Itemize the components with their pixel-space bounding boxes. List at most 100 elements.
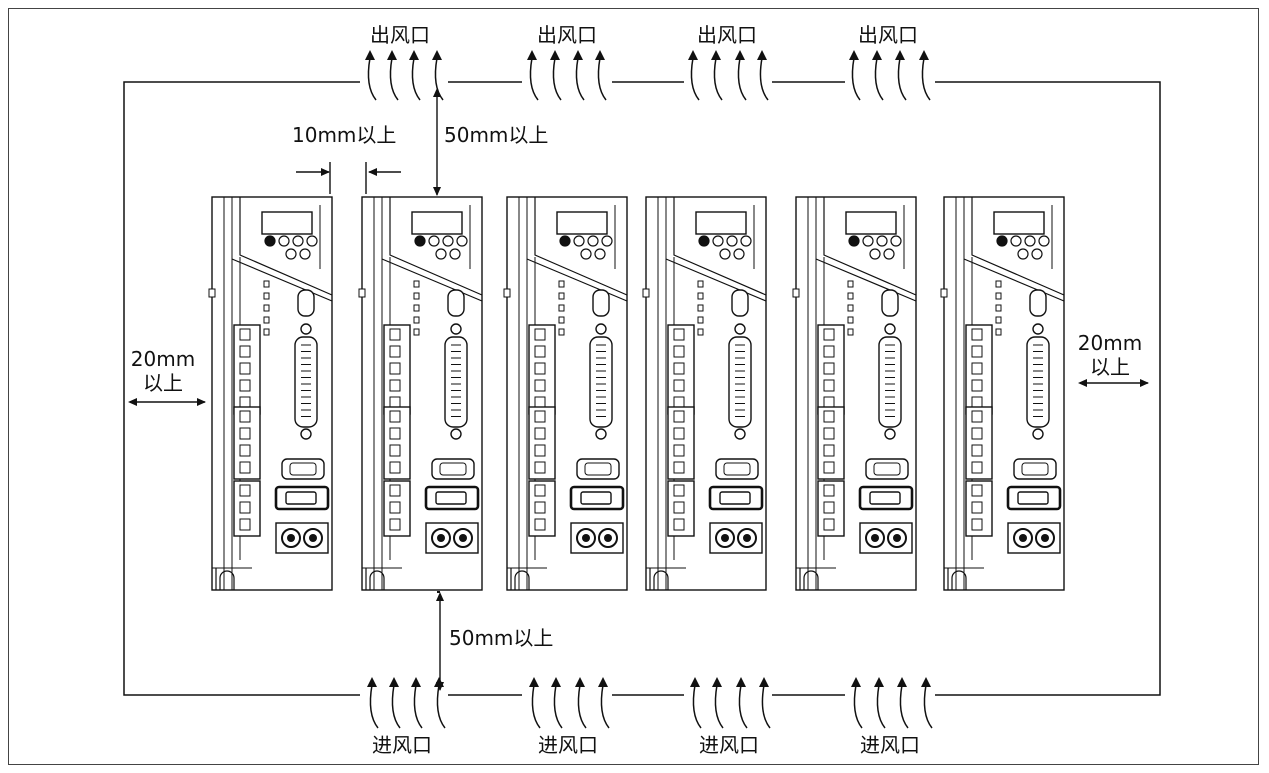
terminal-screw-center	[721, 534, 729, 542]
status-led	[558, 280, 565, 288]
terminal-screw-center	[871, 534, 879, 542]
outlet-airflow-arrow-2-4-stem	[597, 57, 607, 101]
inlet-airflow-arrow-4-1-stem	[853, 684, 863, 729]
front-panel-edge	[823, 197, 917, 296]
usb-port	[447, 289, 465, 317]
front-panel-edge	[381, 258, 483, 302]
status-led	[263, 328, 270, 336]
panel-button	[435, 248, 447, 260]
outlet-airflow-arrow-3-4-head	[757, 50, 767, 60]
panel-button	[306, 235, 318, 247]
db-connector	[878, 336, 902, 428]
panel-button	[996, 235, 1008, 247]
terminal-slot	[389, 328, 401, 341]
ground-mark	[358, 288, 366, 298]
terminal-slot	[823, 461, 835, 474]
front-panel-edge	[239, 197, 333, 296]
inlet-airflow-arrow-4-3-stem	[899, 684, 909, 729]
led-display	[261, 211, 313, 235]
inlet-vent-label-2: 进风口	[538, 733, 598, 757]
outlet-airflow-arrow-3-3-stem	[737, 57, 747, 101]
outlet-airflow-arrow-4-1-stem	[851, 57, 861, 101]
db-screw	[300, 428, 312, 440]
inlet-airflow-arrow-3-2-stem	[714, 684, 724, 729]
db-screw	[884, 323, 896, 335]
terminal-slot	[673, 518, 685, 531]
panel-button	[594, 248, 606, 260]
terminal-slot	[971, 362, 983, 375]
terminal-slot	[389, 461, 401, 474]
terminal-slot	[389, 379, 401, 392]
panel-button	[869, 248, 881, 260]
comm-port-inner	[285, 491, 317, 505]
terminal-screw-center	[743, 534, 751, 542]
front-panel-edge	[526, 258, 628, 302]
outlet-airflow-arrow-2-2-head	[550, 50, 560, 60]
panel-button	[740, 235, 752, 247]
terminal-screw-center	[437, 534, 445, 542]
terminal-slot	[389, 362, 401, 375]
panel-button	[428, 235, 440, 247]
terminal-slot	[673, 410, 685, 423]
outlet-airflow-arrow-1-3-head	[409, 50, 419, 60]
comm-port-inner	[719, 491, 751, 505]
terminal-slot	[534, 427, 546, 440]
status-led	[263, 316, 270, 324]
terminal-slot	[823, 501, 835, 514]
terminal-screw-center	[309, 534, 317, 542]
panel-button	[876, 235, 888, 247]
status-led	[995, 328, 1002, 336]
outlet-airflow-arrow-2-1-head	[527, 50, 537, 60]
outlet-airflow-arrow-1-4-head	[432, 50, 442, 60]
terminal-slot	[823, 328, 835, 341]
panel-button	[442, 235, 454, 247]
panel-button	[712, 235, 724, 247]
terminal-slot	[239, 501, 251, 514]
terminal-slot	[239, 484, 251, 497]
outlet-airflow-arrow-2-3-stem	[575, 57, 585, 101]
outlet-airflow-arrow-4-4-stem	[921, 57, 931, 101]
inlet-airflow-arrow-1-2-stem	[391, 684, 401, 729]
side-gap-label: 10mm以上	[292, 123, 397, 147]
mount-slot	[510, 568, 530, 590]
status-led	[847, 328, 854, 336]
terminal-slot	[534, 410, 546, 423]
terminal-slot	[239, 379, 251, 392]
mount-slot	[215, 568, 235, 590]
left-clearance-label-line1: 20mm	[130, 347, 196, 371]
front-panel-edge	[815, 258, 917, 302]
status-led	[413, 304, 420, 312]
status-led	[413, 280, 420, 288]
status-led	[558, 316, 565, 324]
db-connector	[589, 336, 613, 428]
panel-button	[883, 248, 895, 260]
servo-drive-2	[358, 196, 483, 591]
terminal-screw-center	[287, 534, 295, 542]
inlet-airflow-arrow-4-3-head	[897, 677, 907, 687]
inlet-airflow-arrow-2-2-stem	[553, 684, 563, 729]
front-panel-edge	[665, 258, 767, 302]
led-display	[845, 211, 897, 235]
terminal-slot	[389, 410, 401, 423]
panel-button	[285, 248, 297, 260]
terminal-slot	[823, 518, 835, 531]
terminal-slot	[673, 444, 685, 457]
outlet-airflow-arrow-1-2-head	[387, 50, 397, 60]
db-screw	[1032, 428, 1044, 440]
status-led	[697, 292, 704, 300]
terminal-screw-center	[1019, 534, 1027, 542]
front-panel-edge	[534, 197, 628, 296]
db-connector	[728, 336, 752, 428]
panel-button	[292, 235, 304, 247]
panel-button	[1038, 235, 1050, 247]
outlet-airflow-arrow-4-3-stem	[897, 57, 907, 101]
terminal-screw-center	[582, 534, 590, 542]
inlet-airflow-arrow-4-4-stem	[923, 684, 933, 729]
terminal-slot	[673, 362, 685, 375]
status-led	[995, 316, 1002, 324]
comm-port-inner	[580, 491, 612, 505]
inlet-vent-label-3: 进风口	[699, 733, 759, 757]
encoder-port-inner	[439, 462, 467, 476]
db-screw	[450, 428, 462, 440]
